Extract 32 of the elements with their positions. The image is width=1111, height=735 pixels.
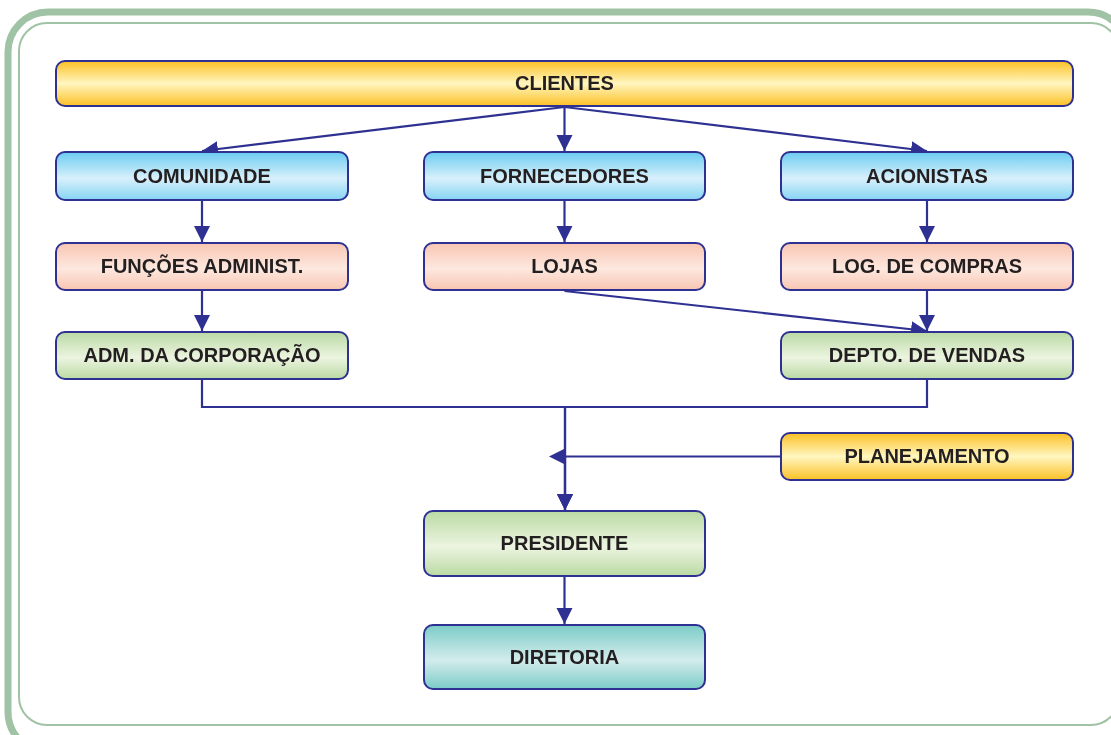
process-box <box>423 624 706 690</box>
node-label: FUNÇÕES ADMINIST. <box>100 255 304 278</box>
arrow <box>556 577 573 624</box>
process-box <box>55 151 349 201</box>
process-box <box>423 151 706 201</box>
node-label: LOJAS <box>531 255 598 278</box>
node-label: PLANEJAMENTO <box>844 445 1010 468</box>
node-label: DEPTO. DE VENDAS <box>828 344 1026 367</box>
process-box <box>423 242 706 291</box>
node-label: ADM. DA CORPORAÇÃO <box>83 344 321 367</box>
arrow <box>194 291 210 331</box>
node-label: FORNECEDORES <box>480 164 649 188</box>
arrow <box>556 107 573 151</box>
process-box <box>780 242 1074 291</box>
node-label: PRESIDENTE <box>500 532 629 555</box>
process-box <box>423 510 706 577</box>
arrow <box>194 201 210 242</box>
process-box <box>55 242 349 291</box>
node-label: DIRETORIA <box>509 645 620 669</box>
process-box <box>780 151 1074 201</box>
process-box <box>780 331 1074 380</box>
arrow <box>549 449 780 510</box>
arrow <box>919 201 935 242</box>
arrow <box>556 201 573 242</box>
node-label: ACIONISTAS <box>866 164 988 188</box>
arrow <box>919 291 935 331</box>
node-label: COMUNIDADE <box>133 164 271 188</box>
node-label: LOG. DE COMPRAS <box>832 255 1022 278</box>
process-box <box>55 331 349 380</box>
process-box <box>780 432 1074 481</box>
header-bar <box>55 60 1074 107</box>
node-label: CLIENTES <box>515 72 614 95</box>
